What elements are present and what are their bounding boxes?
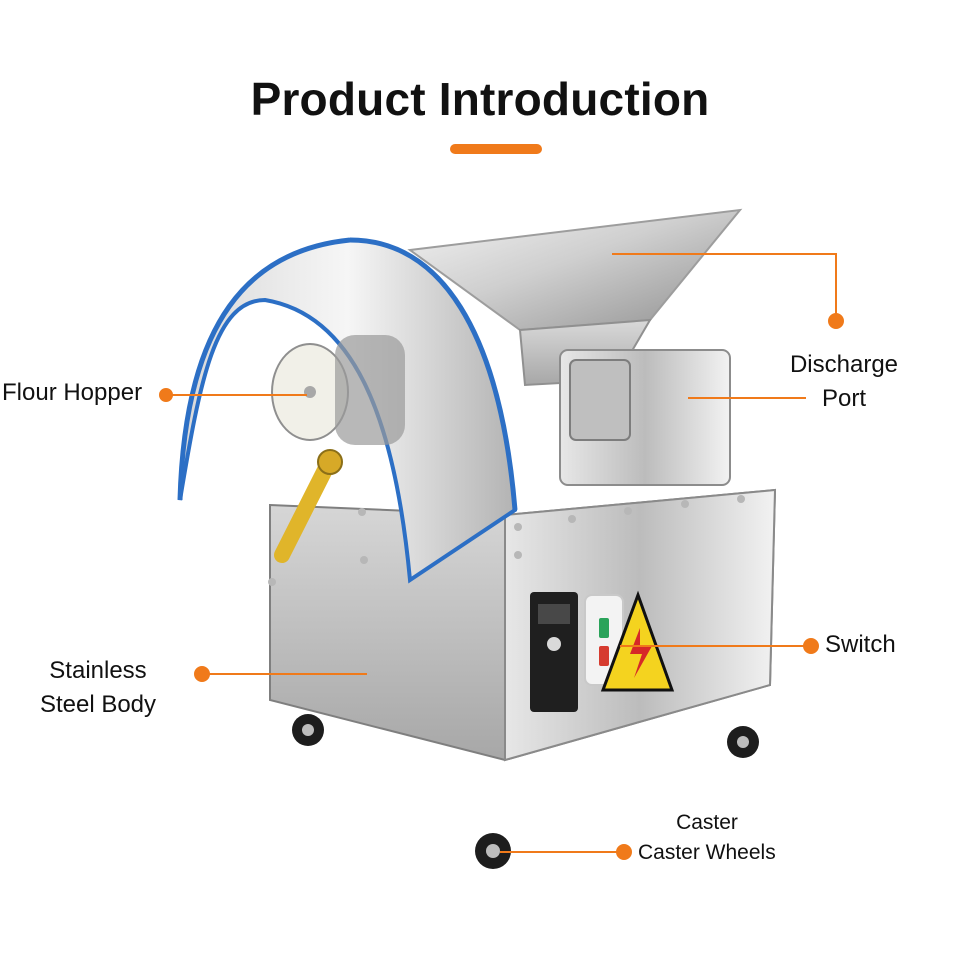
stainless-label-line2: Steel Body — [39, 691, 157, 718]
dot-top-hopper — [828, 313, 844, 329]
switch-green — [599, 618, 609, 638]
caster-label-top: Caster — [676, 811, 738, 834]
caster-wheel-front-left — [292, 714, 324, 746]
discharge-port-label-line2: Port — [821, 385, 866, 412]
hood-blue-edge — [177, 237, 351, 501]
line-top-hopper — [612, 253, 837, 318]
switch-label: Switch — [825, 631, 896, 658]
screws — [268, 495, 745, 586]
flour-hopper-label: Flour Hopper — [2, 379, 143, 406]
dot-stainless — [194, 666, 210, 682]
control-screen — [538, 604, 570, 624]
caster-wheel-front-right — [727, 726, 759, 758]
control-knob — [547, 637, 561, 651]
discharge-port-label-line1: Discharge — [789, 351, 899, 378]
caster-label-bottom: Caster Wheels — [638, 841, 776, 864]
switch-red — [599, 646, 609, 666]
roller-center — [304, 386, 316, 398]
stainless-label-line1: Stainless — [49, 657, 147, 684]
handle-knob — [317, 449, 343, 475]
discharge-port-window — [569, 359, 631, 441]
dot-switch — [803, 638, 819, 654]
page-title: Product Introduction — [250, 73, 710, 125]
caster-wheel-rear — [475, 833, 511, 869]
title-underline — [450, 144, 542, 154]
handle-arm — [274, 452, 338, 563]
callout-lines — [159, 253, 844, 860]
dot-caster — [616, 844, 632, 860]
dot-flour-hopper — [159, 388, 173, 402]
roller-hub — [335, 335, 405, 445]
hood-blue-edge-2 — [349, 237, 518, 511]
warning-bolt — [630, 628, 652, 678]
